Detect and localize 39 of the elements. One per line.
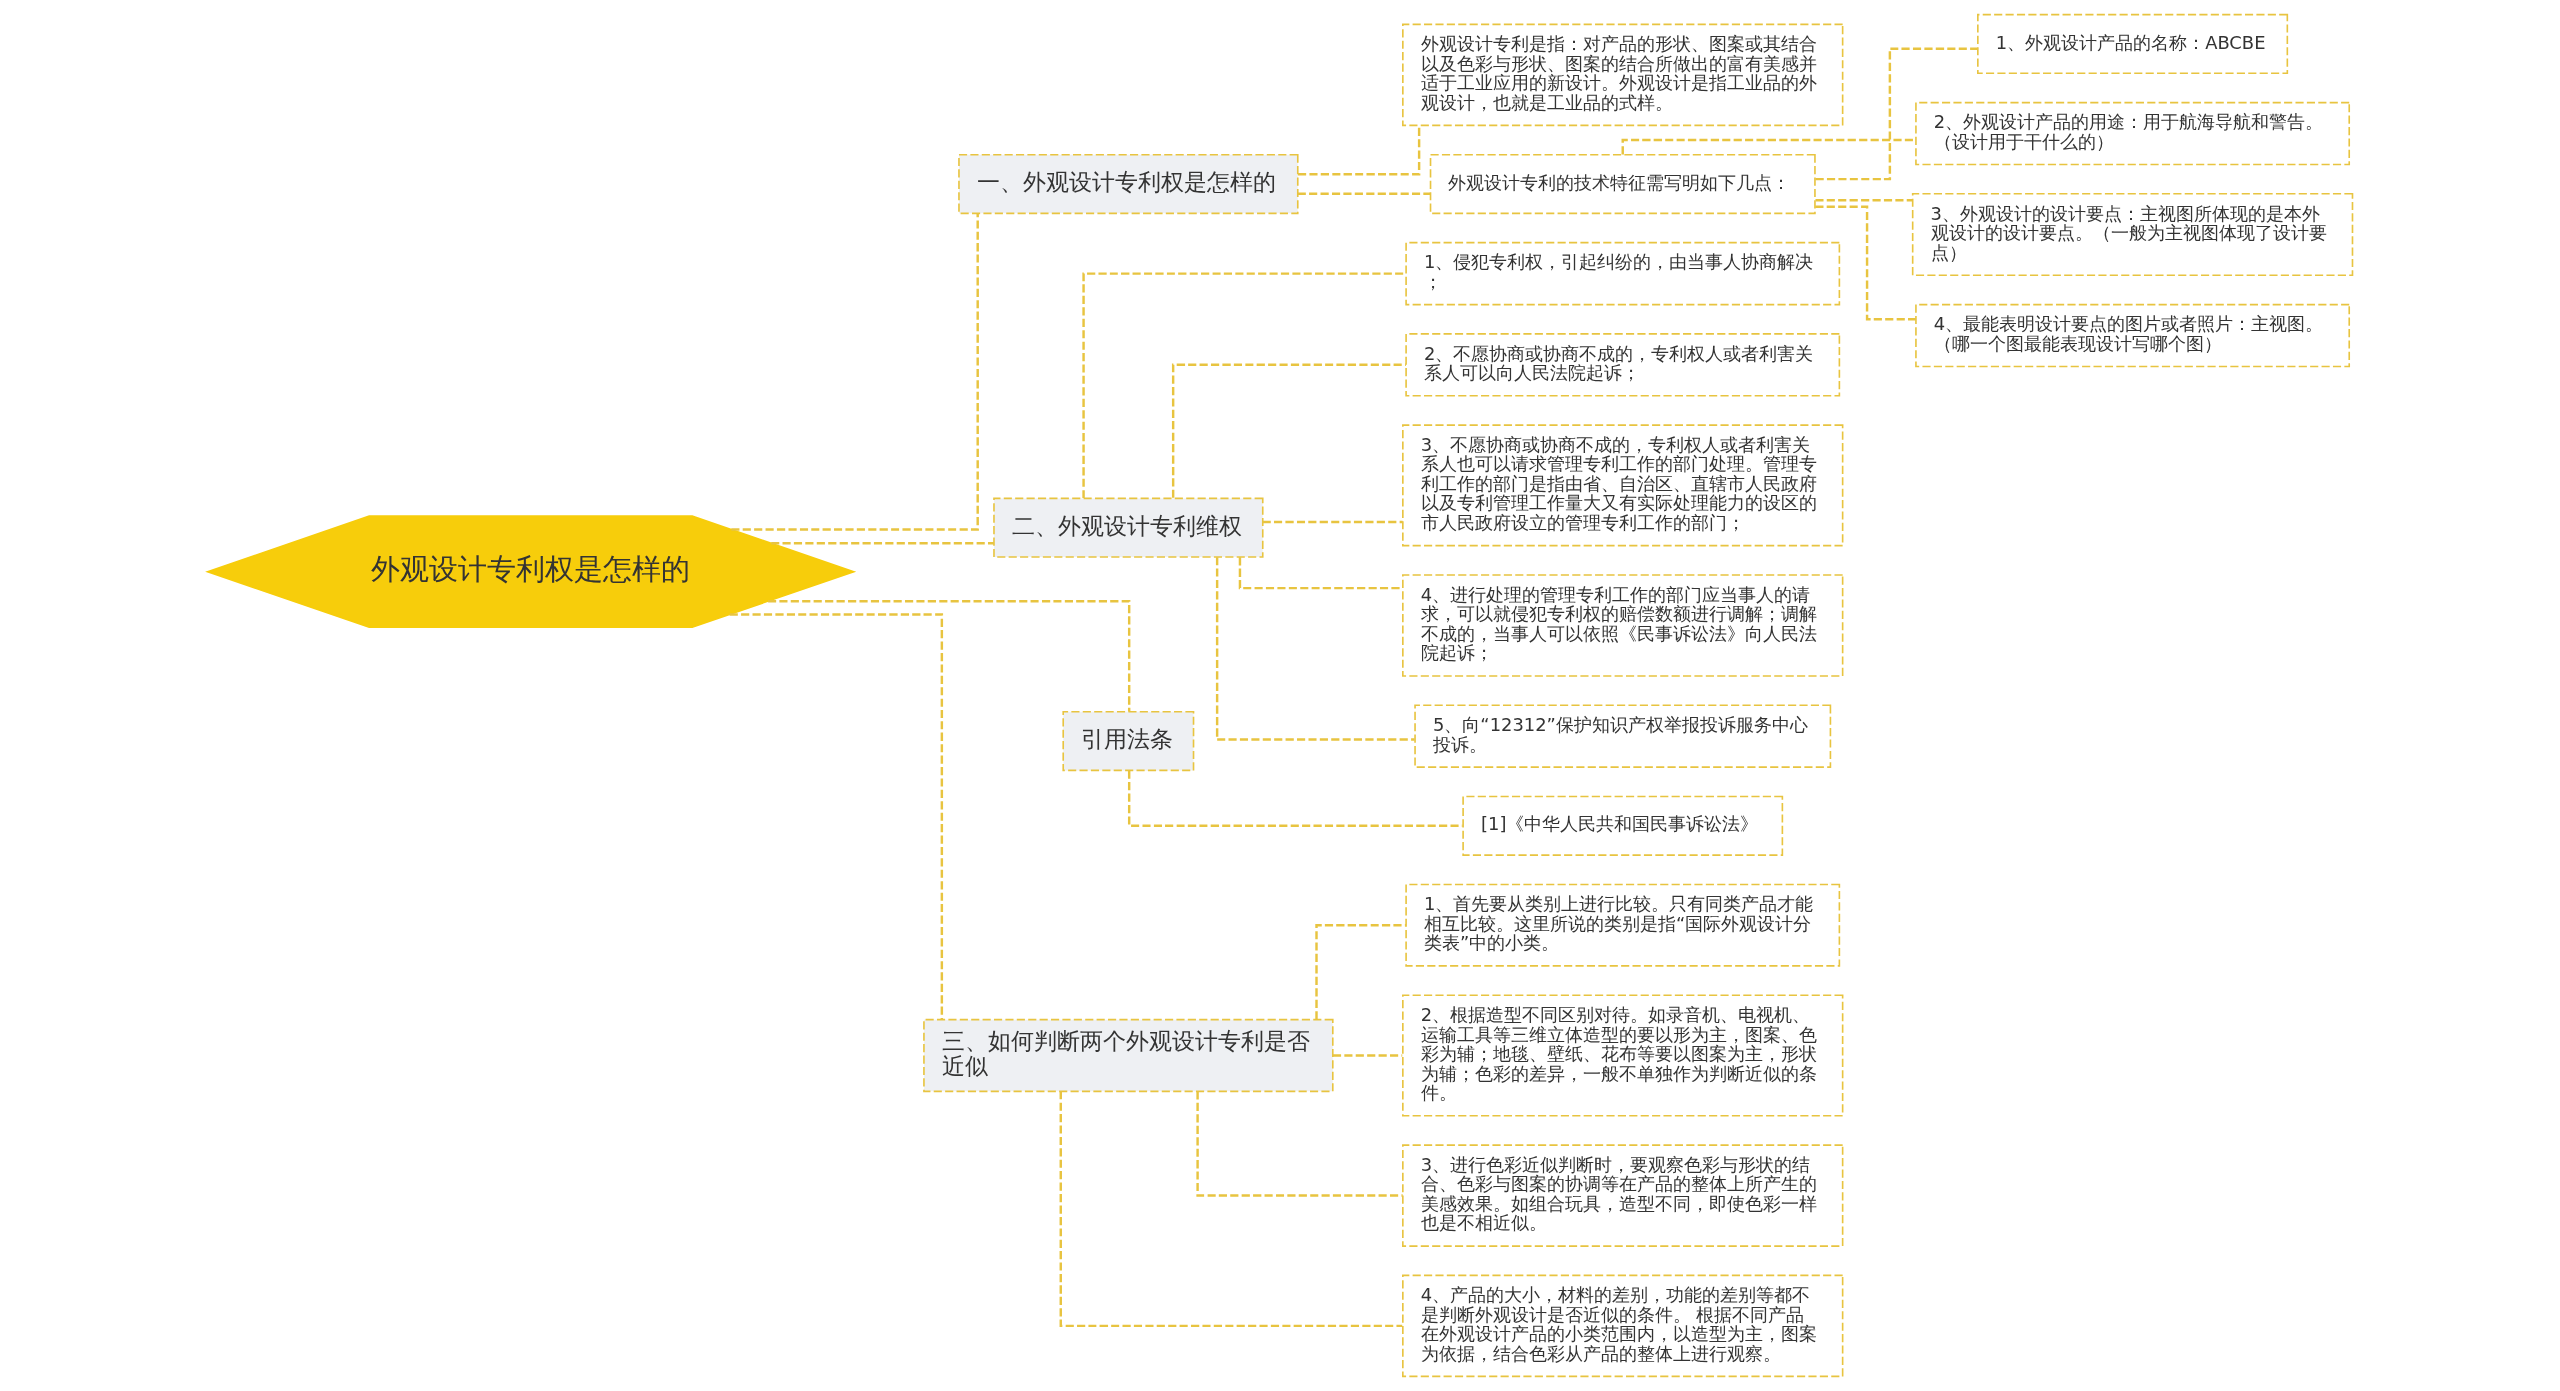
node-box: 引用法条 — [1062, 710, 1195, 772]
node-box: 5、向“12312”保护知识产权举报投诉服务中心投诉。 — [1414, 704, 1832, 768]
connector — [1171, 363, 1406, 498]
connector — [1262, 520, 1403, 524]
node-box: 4、最能表明设计要点的图片或者照片：主视图。（哪一个图最能表现设计写哪个图） — [1915, 303, 2351, 368]
connector — [1215, 557, 1415, 741]
connector — [1815, 205, 1916, 321]
node-box: 三、如何判断两个外观设计专利是否近似 — [923, 1018, 1334, 1093]
node-box: 1、外观设计产品的名称：ABCBE — [1977, 13, 2289, 75]
connector — [1315, 923, 1406, 1020]
node-box: 一、外观设计专利权是怎样的 — [958, 153, 1299, 215]
node-box: 4、进行处理的管理专利工作的部门应当事人的请求，可以就侵犯专利权的赔偿数额进行调解；调解不成的，当事人可以依照《民事诉讼法》向人民法院起诉； — [1402, 574, 1844, 677]
connector — [1297, 125, 1421, 176]
node-box: [1]《中华人民共和国民事诉讼法》 — [1462, 795, 1784, 856]
connector — [1238, 557, 1403, 590]
connector — [731, 213, 979, 531]
connector — [1333, 1054, 1403, 1057]
node-box: 2、外观设计产品的用途：用于航海导航和警告。（设计用于干什么的） — [1915, 101, 2351, 166]
node-box: 4、产品的大小，材料的差别，功能的差别等都不是判断外观设计是否近似的条件。 根据不同产品在外观设计产品的小类范围内，以造型为主，图案为依据，结合色彩从产品的整体上进行观察。 — [1402, 1274, 1844, 1378]
node-box: 外观设计专利是指：对产品的形状、图案或其结合以及色彩与形状、图案的结合所做出的富有美感并适于工业应用的新设计。外观设计是指工业品的外观设计，也就是工业品的式样。 — [1402, 23, 1844, 127]
connector — [1059, 1091, 1403, 1328]
node-box: 3、进行色彩近似判断时，要观察色彩与形状的结合、色彩与图案的协调等在产品的整体上所产生的美感效果。如组合玩具，造型不同，即使色彩一样也是不相近似。 — [1402, 1144, 1844, 1247]
connector — [1815, 199, 1913, 202]
node-box: 二、外观设计专利维权 — [993, 497, 1264, 558]
connector — [1082, 272, 1406, 499]
node-box: 外观设计专利的技术特征需写明如下几点： — [1429, 153, 1816, 215]
node-box: 3、外观设计的设计要点：主视图所体现的是本外观设计的设计要点。（一般为主视图体现了设计要点） — [1911, 193, 2354, 277]
connector — [729, 613, 944, 1020]
connector — [1196, 1091, 1403, 1197]
node-box: 2、不愿协商或协商不成的，专利权人或者利害关系人可以向人民法院起诉； — [1405, 333, 1841, 397]
node-box: 1、首先要从类别上进行比较。只有同类产品才能相互比较。这里所说的类别是指“国际外观设计分类表”中的小类。 — [1405, 883, 1841, 967]
connector — [1297, 192, 1431, 195]
node-box: 1、侵犯专利权，引起纠纷的，由当事人协商解决； — [1405, 241, 1841, 306]
connector — [768, 600, 1131, 712]
connector — [1815, 47, 1978, 181]
connector — [1621, 138, 1916, 155]
connector — [771, 542, 994, 545]
node-box: 3、不愿协商或协商不成的，专利权人或者利害关系人也可以请求管理专利工作的部门处理。管理专利工作的部门是指由省、自治区、直辖市人民政府以及专利管理工作量大又有实际处理能力的设区的市人民政府设立的管理专利工作的部门； — [1402, 424, 1844, 547]
node-box: 2、根据造型不同区别对待。如录音机、电视机、运输工具等三维立体造型的要以形为主，图案、色彩为辅；地毯、壁纸、花布等要以图案为主，形状为辅；色彩的差异，一般不单独作为判断近似的条件。 — [1402, 994, 1844, 1117]
